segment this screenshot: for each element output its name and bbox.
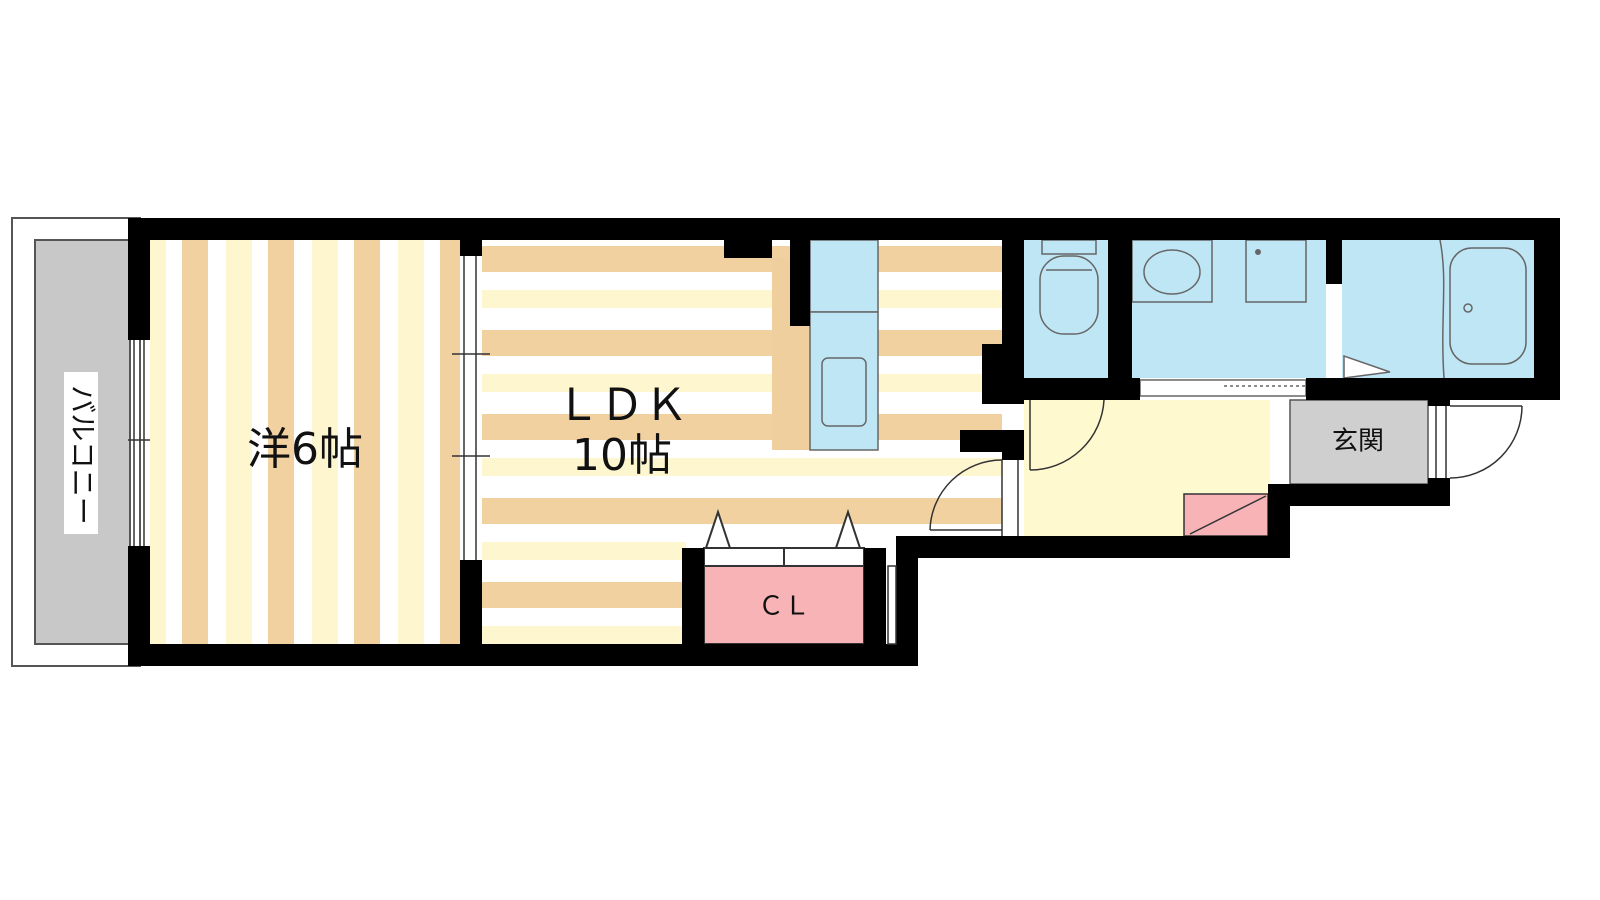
kitchen-counter (772, 239, 879, 451)
ldk-label: ＬＤＫ (556, 380, 688, 431)
entrance-floor (1289, 399, 1429, 485)
door-arc-icon (1029, 399, 1105, 471)
ldk-floor (482, 240, 1002, 536)
balcony-label: バルコニー (66, 385, 99, 524)
toilet-room (1024, 239, 1108, 378)
washroom (1131, 239, 1328, 397)
ldk-size-label: 10帖 (572, 430, 672, 481)
toilet-icon (1039, 255, 1099, 335)
shoe-box (1183, 493, 1269, 537)
closet (703, 508, 865, 645)
entrance-label: 玄関 (1332, 427, 1384, 457)
ldk-floor-lower (482, 536, 686, 644)
closet-label: ＣＬ (758, 592, 810, 622)
closet-door-icon (704, 508, 732, 549)
walls (128, 218, 1560, 666)
sink-icon (821, 357, 867, 427)
washing-machine-icon (1245, 239, 1307, 303)
western-room-floor (150, 240, 460, 644)
closet-door-icon (834, 508, 862, 549)
bathroom (1326, 239, 1534, 379)
toilet-tank-icon (1041, 239, 1097, 255)
bathtub-icon (1449, 247, 1527, 365)
fixtures (128, 256, 1523, 560)
western-room-label: 洋6帖 (247, 424, 363, 475)
door-arc-icon (1449, 405, 1523, 479)
door-arc-icon (929, 459, 1003, 531)
balcony (11, 217, 141, 667)
